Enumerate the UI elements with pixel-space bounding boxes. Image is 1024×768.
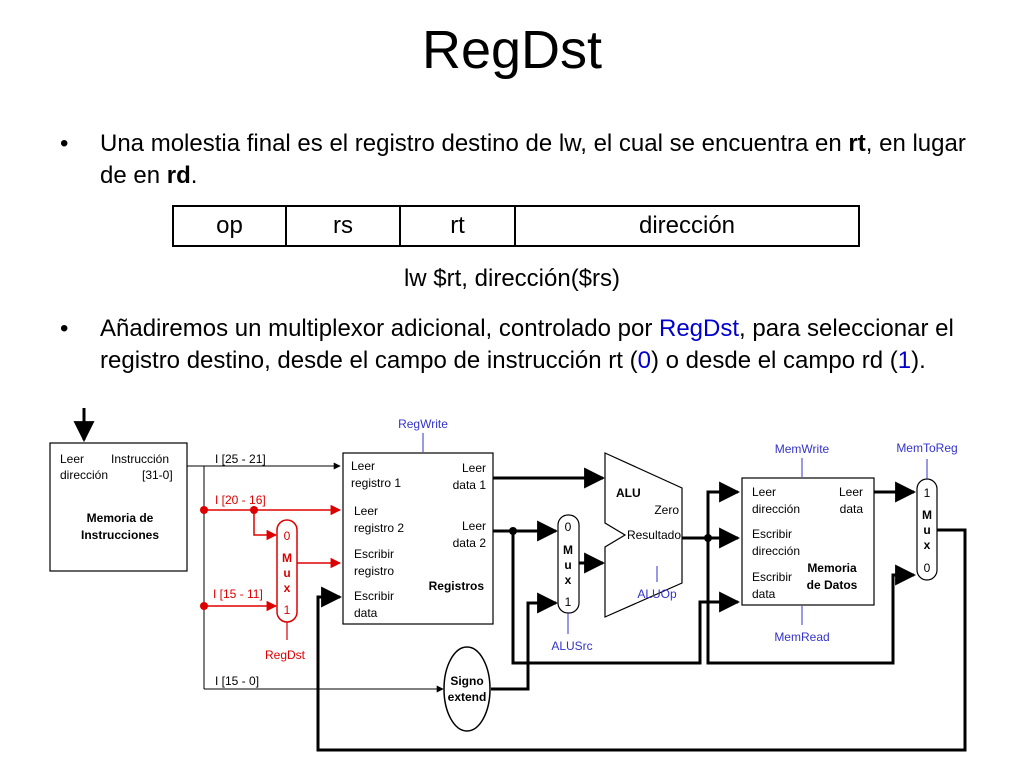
svg-text:Signo: Signo [450,674,483,688]
svg-text:Escribir: Escribir [752,527,792,541]
page-title: RegDst [421,20,603,80]
field-rs: rs [287,207,402,245]
svg-text:Leer: Leer [839,485,863,499]
instruction-format: op rs rt dirección [172,205,860,247]
imem-direccion: dirección [60,468,108,482]
bullet-1-text: Una molestia final es el registro destin… [100,130,966,189]
junction-dot [509,527,517,535]
svg-text:Leer: Leer [462,519,486,533]
field-label-20-16: I [20 - 16] [215,493,266,507]
imem-bits: [31-0] [142,468,173,482]
svg-text:Escribir: Escribir [354,547,394,561]
instruction-caption: lw $rt, dirección($rs) [403,265,621,292]
svg-text:M: M [563,543,573,557]
svg-text:Zero: Zero [654,503,679,517]
field-label-15-0: I [15 - 0] [215,674,259,688]
memread-label: MemRead [774,630,829,644]
svg-text:0: 0 [924,561,931,575]
field-label-15-11: I [15 - 11] [213,587,263,601]
svg-text:extend: extend [448,690,487,704]
svg-text:registro 2: registro 2 [354,521,404,535]
aluop-label: ALUOp [637,587,677,601]
junction-dot [200,506,208,514]
svg-text:x: x [565,573,572,587]
svg-text:u: u [283,566,290,580]
data-memory: Leer dirección Leer data Escribir direcc… [741,458,875,625]
svg-text:x: x [924,538,931,552]
svg-text:Leer: Leer [752,485,776,499]
imem-instr: Instrucción [111,452,169,466]
imem-leer: Leer [60,452,84,466]
sign-extend: Signo extend [443,646,491,732]
svg-text:Resultado: Resultado [627,528,681,542]
svg-text:registro 1: registro 1 [351,476,401,490]
svg-text:1: 1 [565,595,572,609]
regdst-label: RegDst [265,648,306,662]
alusrc-mux: 0 M u x 1 [557,514,580,634]
junction-dot [250,506,258,514]
svg-text:Leer: Leer [351,459,375,473]
instruction-bus [187,462,444,693]
svg-text:dirección: dirección [752,502,800,516]
alusrc-label: ALUSrc [551,639,592,653]
svg-text:ALU: ALU [616,486,641,500]
svg-text:1: 1 [924,486,931,500]
field-label-25-21: I [25 - 21] [215,452,266,466]
svg-text:data 2: data 2 [453,536,487,550]
svg-text:Registros: Registros [429,579,485,593]
imem-name-1: Memoria de [87,511,154,525]
svg-text:u: u [564,558,571,572]
junction-dot [704,534,712,542]
svg-text:1: 1 [284,603,291,617]
svg-text:M: M [922,508,932,522]
svg-text:u: u [923,523,930,537]
regdst-path [204,504,342,612]
svg-text:data: data [354,606,378,620]
register-file: Leer registro 1 Leer registro 2 Escribir… [342,452,494,625]
svg-text:Escribir: Escribir [354,589,394,603]
svg-text:Leer: Leer [354,504,378,518]
field-rt: rt [401,207,517,245]
svg-text:x: x [284,581,291,595]
alu: ALU Zero Resultado [604,452,683,618]
instruction-memory: Leer dirección Instrucción [31-0] Memori… [49,442,188,572]
field-direccion: dirección [638,212,736,239]
memwrite-label: MemWrite [775,442,830,456]
svg-text:Leer: Leer [462,461,486,475]
svg-text:de Datos: de Datos [807,578,858,592]
regwrite-label: RegWrite [398,417,448,431]
svg-text:Memoria: Memoria [807,561,857,575]
memtoreg-label: MemToReg [896,441,957,455]
regdst-mux: 0 M u x 1 [276,519,298,640]
svg-text:dirección: dirección [752,544,800,558]
bullet-dot: • [60,130,69,157]
junction-dot [200,602,208,610]
svg-text:data: data [840,502,864,516]
svg-text:registro: registro [354,564,394,578]
svg-text:Escribir: Escribir [752,570,792,584]
memtoreg-mux: 1 M u x 0 [916,459,938,581]
svg-text:data 1: data 1 [453,478,487,492]
bullet-2-text: Añadiremos un multiplexor adicional, con… [100,315,954,374]
bullet-dot: • [60,315,69,342]
svg-text:M: M [282,551,292,565]
svg-text:0: 0 [284,529,291,543]
field-op: op [174,207,288,245]
svg-text:0: 0 [565,520,572,534]
svg-text:data: data [752,587,776,601]
imem-name-2: Instrucciones [81,528,159,542]
thick-wires [316,467,967,752]
